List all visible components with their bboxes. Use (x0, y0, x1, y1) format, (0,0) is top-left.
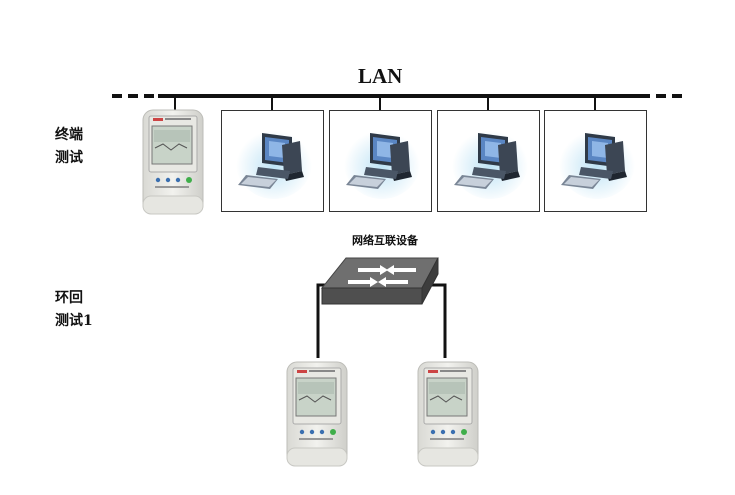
tester-device-terminal (141, 108, 205, 216)
terminal-test-label-line2: 测试 (55, 150, 83, 166)
pc-box-4 (544, 110, 647, 212)
desktop-computer-icon (559, 127, 635, 199)
network-switch (318, 256, 444, 308)
terminal-test-label-line1: 终端 (55, 127, 83, 143)
pc-box-2 (329, 110, 432, 212)
handheld-network-tester-icon (286, 361, 348, 467)
loopback-test-label-line2: 测试1 (55, 313, 93, 329)
loopback-test-label-line1: 环回 (55, 290, 83, 306)
pc-box-3 (437, 110, 540, 212)
handheld-network-tester-icon (142, 109, 204, 215)
tester-device-loopback-left (285, 358, 349, 470)
pc-box-1 (221, 110, 324, 212)
network-switch-icon (320, 257, 439, 305)
terminal-test-label: 终端 测试 (55, 124, 83, 170)
desktop-computer-icon (344, 127, 420, 199)
loopback-test-label: 环回 测试1 (55, 287, 93, 333)
network-device-label: 网络互联设备 (352, 234, 418, 247)
desktop-computer-icon (236, 127, 312, 199)
tester-device-loopback-right (416, 358, 480, 470)
handheld-network-tester-icon (417, 361, 479, 467)
lan-label: LAN (358, 64, 403, 88)
desktop-computer-icon (452, 127, 528, 199)
